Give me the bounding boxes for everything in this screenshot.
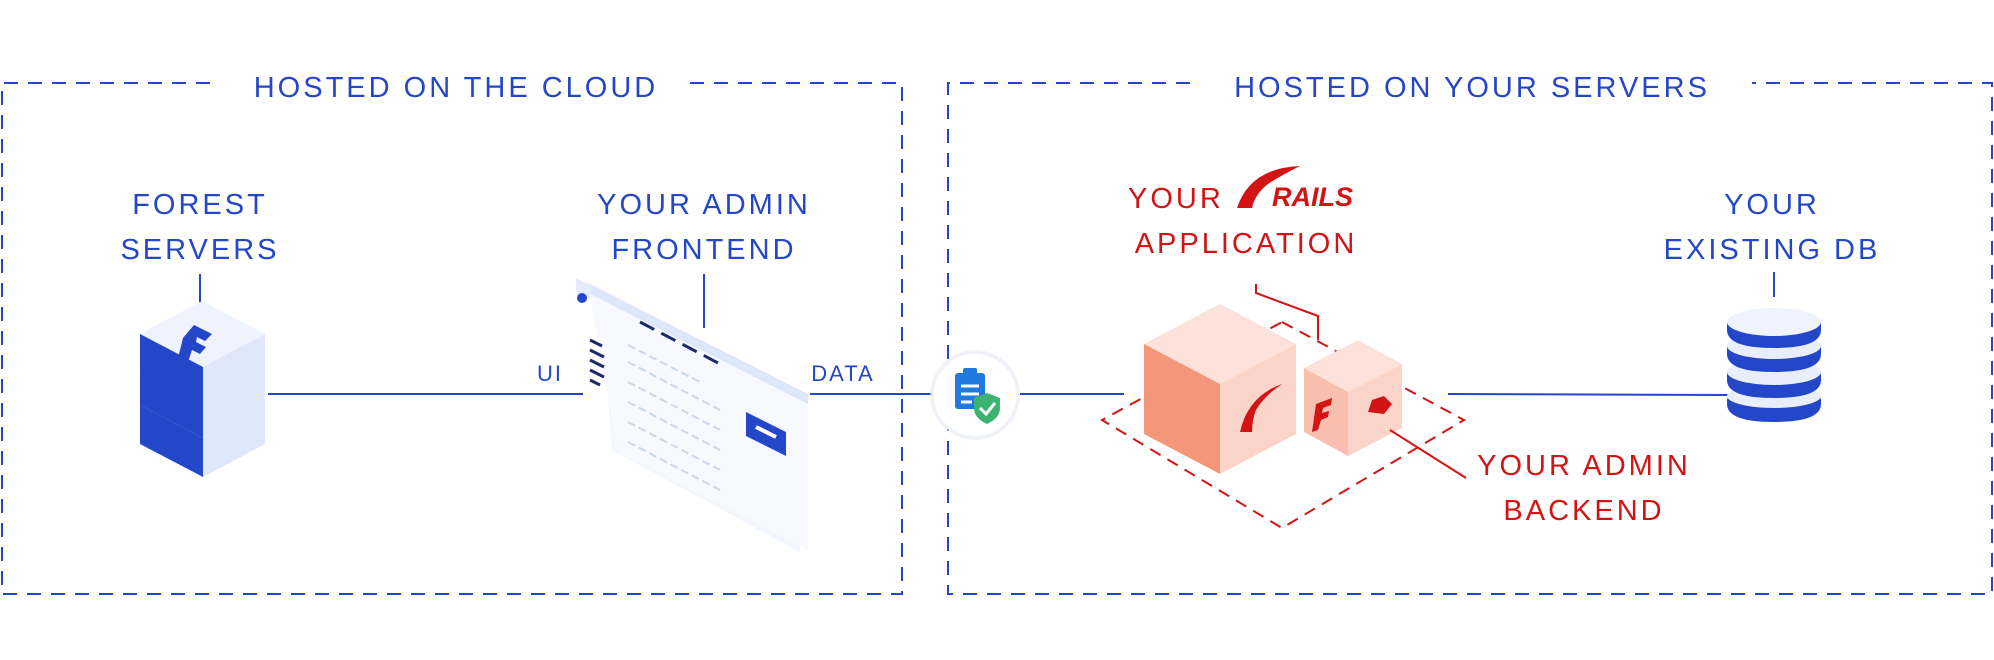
admin-frontend-label-line2: FRONTEND [611,234,796,266]
admin-backend-label-line1: YOUR ADMIN [1477,450,1691,482]
existing-db-label-line1: YOUR [1724,189,1820,221]
clipboard-shield-icon [930,350,1020,440]
data-connection-label: DATA [811,361,874,386]
admin-backend-label-line2: BACKEND [1503,495,1664,527]
admin-backend-node: YOUR ADMIN BACKEND [1389,429,1691,527]
forest-servers-label-line1: FOREST [132,189,268,221]
servers-section-frame [947,82,1993,595]
forest-servers-label-line2: SERVERS [120,234,279,266]
database-icon [1727,308,1821,422]
ui-connection-label: UI [537,361,563,386]
cloud-section: HOSTED ON THE CLOUD [1,72,903,595]
rails-app-cube [1144,304,1296,474]
forest-logo-icon [140,301,265,477]
rails-logo-text: RAILS [1272,182,1353,212]
cloud-section-frame [1,82,903,595]
cloud-section-title: HOSTED ON THE CLOUD [254,72,659,104]
admin-backend-leader [1389,429,1467,479]
forest-servers-node: FOREST SERVERS [120,189,279,477]
admin-frontend-label-line1: YOUR ADMIN [597,189,811,221]
rails-application-node: YOUR RAILS APPLICATION [1099,166,1467,530]
existing-db-node: YOUR EXISTING DB [1664,189,1881,422]
db-connection-line [1447,393,1731,396]
browser-window-icon [576,278,808,552]
servers-section-title: HOSTED ON YOUR SERVERS [1234,72,1710,104]
existing-db-label-line2: EXISTING DB [1664,234,1881,266]
rails-logo-icon: RAILS [1237,166,1353,212]
rails-app-leader [1255,284,1319,340]
admin-backend-cube [1304,340,1402,456]
servers-section: HOSTED ON YOUR SERVERS [947,72,1993,595]
connections: UI DATA [268,361,1731,396]
admin-frontend-node: YOUR ADMIN FRONTEND [576,189,811,552]
rails-app-label-line2: APPLICATION [1135,228,1358,260]
rails-app-label-prefix: YOUR [1128,183,1224,215]
